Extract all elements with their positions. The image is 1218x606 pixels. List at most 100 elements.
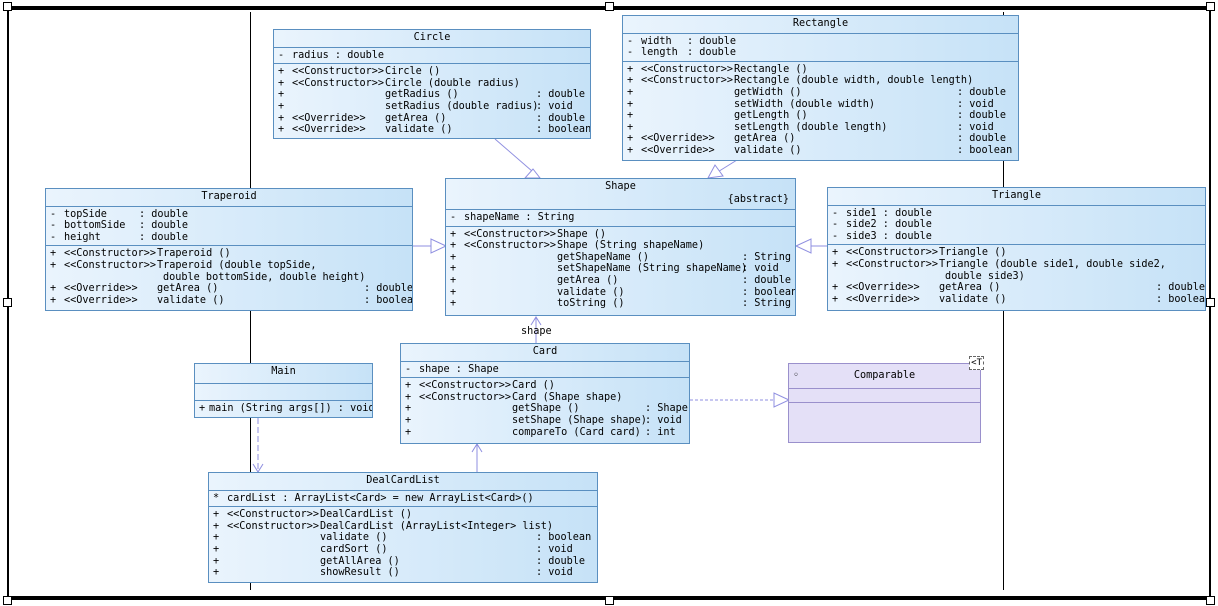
- resize-handle-middle-left[interactable]: [3, 298, 12, 307]
- attributes-section: -topSide: double -bottomSide: double -he…: [46, 207, 412, 247]
- operation-row[interactable]: +getShape (): Shape: [405, 403, 688, 415]
- attributes-section: [195, 384, 372, 401]
- operation-row[interactable]: +<<Constructor>>Rectangle (double width,…: [627, 75, 974, 87]
- generalization-arrowhead-circle: [523, 168, 542, 179]
- attribute-row[interactable]: -radius : double: [278, 49, 385, 61]
- association-arrowhead-card-shape: [530, 316, 542, 326]
- attribute-row[interactable]: -length: double: [627, 47, 737, 59]
- operation-row[interactable]: +<<Override>>getArea (): double: [832, 282, 1206, 294]
- operation-row[interactable]: +setRadius (double radius): void: [278, 100, 573, 112]
- attribute-row[interactable]: -bottomSide: double: [50, 220, 189, 232]
- resize-handle-top-center[interactable]: [605, 2, 614, 11]
- operations-section: +main (String args[]) : void: [195, 401, 372, 417]
- operation-row[interactable]: +<<Constructor>>Card (Shape shape): [405, 391, 623, 403]
- operation-row[interactable]: +compareTo (Card card): int: [405, 426, 676, 438]
- operation-row[interactable]: +getRadius (): double: [278, 89, 586, 101]
- operation-row[interactable]: +showResult (): void: [213, 567, 573, 579]
- operation-row[interactable]: +<<Override>>getArea (): double: [627, 133, 1007, 145]
- class-dealcardlist[interactable]: DealCardList *cardList : ArrayList<Card>…: [208, 472, 598, 583]
- resize-handle-bottom-center[interactable]: [605, 596, 614, 605]
- operations-section: +<<Constructor>>Rectangle () +<<Construc…: [623, 62, 1018, 159]
- operation-row[interactable]: double side3): [945, 270, 1025, 282]
- class-triangle[interactable]: Triangle -side1 : double -side2 : double…: [827, 187, 1206, 311]
- attribute-row[interactable]: -width: double: [627, 35, 737, 47]
- attribute-row[interactable]: -side3 : double: [832, 230, 932, 242]
- class-name: Card: [532, 346, 558, 357]
- operation-row[interactable]: +<<Constructor>>Triangle (): [832, 247, 1007, 259]
- class-name: Circle: [413, 32, 451, 43]
- resize-handle-bottom-right[interactable]: [1206, 596, 1215, 605]
- attribute-row[interactable]: *cardList : ArrayList<Card> = new ArrayL…: [213, 492, 534, 504]
- class-name: Traperoid: [201, 191, 257, 202]
- attributes-section: -side1 : double -side2 : double -side3 :…: [828, 206, 1205, 246]
- operation-row[interactable]: +<<Constructor>>Circle (): [278, 66, 441, 78]
- operation-row[interactable]: +<<Constructor>>DealCardList (ArrayList<…: [213, 520, 554, 532]
- operation-row[interactable]: +setWidth (double width): void: [627, 98, 994, 110]
- operation-row[interactable]: +setShape (Shape shape): void: [405, 414, 682, 426]
- operation-row[interactable]: +getArea (): double: [450, 274, 792, 286]
- operation-row[interactable]: +<<Constructor>>Card (): [405, 380, 555, 392]
- interface-comparable[interactable]: ◦ Comparable <T: [788, 356, 984, 443]
- operation-row[interactable]: +<<Override>>validate (): boolean: [832, 293, 1206, 305]
- operations-section: +<<Constructor>>Triangle () +<<Construct…: [828, 245, 1205, 307]
- attribute-row[interactable]: -height: double: [50, 231, 189, 243]
- class-name: Shape: [605, 181, 636, 192]
- operation-row[interactable]: +getShapeName (): String: [450, 251, 792, 263]
- operations-section: +<<Constructor>>DealCardList () +<<Const…: [209, 507, 597, 581]
- operation-row[interactable]: +<<Constructor>>Shape (String shapeName): [450, 240, 705, 252]
- class-circle[interactable]: Circle -radius : double +<<Constructor>>…: [273, 29, 591, 139]
- operation-row[interactable]: +getLength (): double: [627, 110, 1007, 122]
- operation-row[interactable]: +setShapeName (String shapeName): void: [450, 263, 779, 275]
- class-name: Rectangle: [792, 18, 849, 29]
- operation-row[interactable]: +setLength (double length): void: [627, 121, 994, 133]
- realization-arrowhead: [773, 392, 791, 408]
- attribute-row[interactable]: -topSide: double: [50, 208, 189, 220]
- operations-section: [789, 403, 980, 416]
- operation-row[interactable]: +<<Constructor>>Shape (): [450, 228, 607, 240]
- class-traperoid[interactable]: Traperoid -topSide: double -bottomSide: …: [45, 188, 413, 311]
- operation-row[interactable]: +<<Constructor>>Rectangle (): [627, 63, 808, 75]
- operation-row[interactable]: +cardSort (): void: [213, 543, 573, 555]
- resize-handle-middle-right[interactable]: [1206, 298, 1215, 307]
- operation-row[interactable]: +toString (): String: [450, 298, 792, 310]
- class-shape[interactable]: Shape {abstract} -shapeName : String +<<…: [445, 178, 796, 316]
- association-label: shape: [521, 326, 552, 337]
- operation-row[interactable]: +<<Override>>validate (): boolean: [50, 294, 413, 306]
- attribute-row[interactable]: -shape : Shape: [405, 363, 499, 375]
- operation-row[interactable]: +<<Constructor>>Triangle (double side1, …: [832, 258, 1166, 270]
- attributes-section: -shapeName : String: [446, 210, 795, 227]
- operation-row[interactable]: double bottomSide, double height): [163, 271, 366, 283]
- operation-row[interactable]: +<<Constructor>>Traperoid (double topSid…: [50, 259, 317, 271]
- resize-handle-top-right[interactable]: [1206, 2, 1215, 11]
- generalization-arrowhead-triangle: [794, 238, 812, 254]
- operation-row[interactable]: +<<Override>>validate (): boolean: [278, 124, 591, 136]
- operation-row[interactable]: +<<Constructor>>Circle (double radius): [278, 77, 520, 89]
- operation-row[interactable]: +getWidth (): double: [627, 86, 1007, 98]
- class-main[interactable]: Main +main (String args[]) : void: [194, 363, 373, 418]
- operation-row[interactable]: +<<Override>>validate (): boolean: [627, 144, 1013, 156]
- operation-row[interactable]: +<<Override>>getArea (): double: [278, 112, 586, 124]
- attributes-section: -shape : Shape: [401, 362, 689, 379]
- template-parameter: <T: [969, 356, 984, 370]
- operation-row[interactable]: +<<Override>>getArea (): double: [50, 283, 413, 295]
- resize-handle-top-left[interactable]: [3, 2, 12, 11]
- attributes-section: [789, 389, 980, 403]
- operation-row[interactable]: +main (String args[]) : void: [199, 403, 373, 414]
- operation-row[interactable]: +validate (): boolean: [450, 286, 796, 298]
- class-card[interactable]: Card -shape : Shape +<<Constructor>>Card…: [400, 343, 690, 444]
- operation-row[interactable]: +<<Constructor>>DealCardList (): [213, 509, 413, 521]
- operations-section: +<<Constructor>>Circle () +<<Constructor…: [274, 64, 590, 138]
- generalization-arrowhead-rectangle: [707, 164, 724, 179]
- operation-row[interactable]: +validate (): boolean: [213, 532, 592, 544]
- class-rectangle[interactable]: Rectangle -width: double -length: double…: [622, 15, 1019, 161]
- class-name: Triangle: [991, 190, 1042, 201]
- resize-handle-bottom-left[interactable]: [3, 596, 12, 605]
- operation-row[interactable]: +getAllArea (): double: [213, 555, 586, 567]
- attribute-row[interactable]: -shapeName : String: [450, 212, 575, 223]
- attribute-row[interactable]: -side2 : double: [832, 219, 932, 231]
- abstract-stereotype: {abstract}: [727, 194, 789, 205]
- attribute-row[interactable]: -side1 : double: [832, 207, 932, 219]
- operations-section: +<<Constructor>>Traperoid () +<<Construc…: [46, 246, 412, 308]
- generalization-arrowhead-traperoid: [430, 238, 448, 254]
- operation-row[interactable]: +<<Constructor>>Traperoid (): [50, 248, 231, 260]
